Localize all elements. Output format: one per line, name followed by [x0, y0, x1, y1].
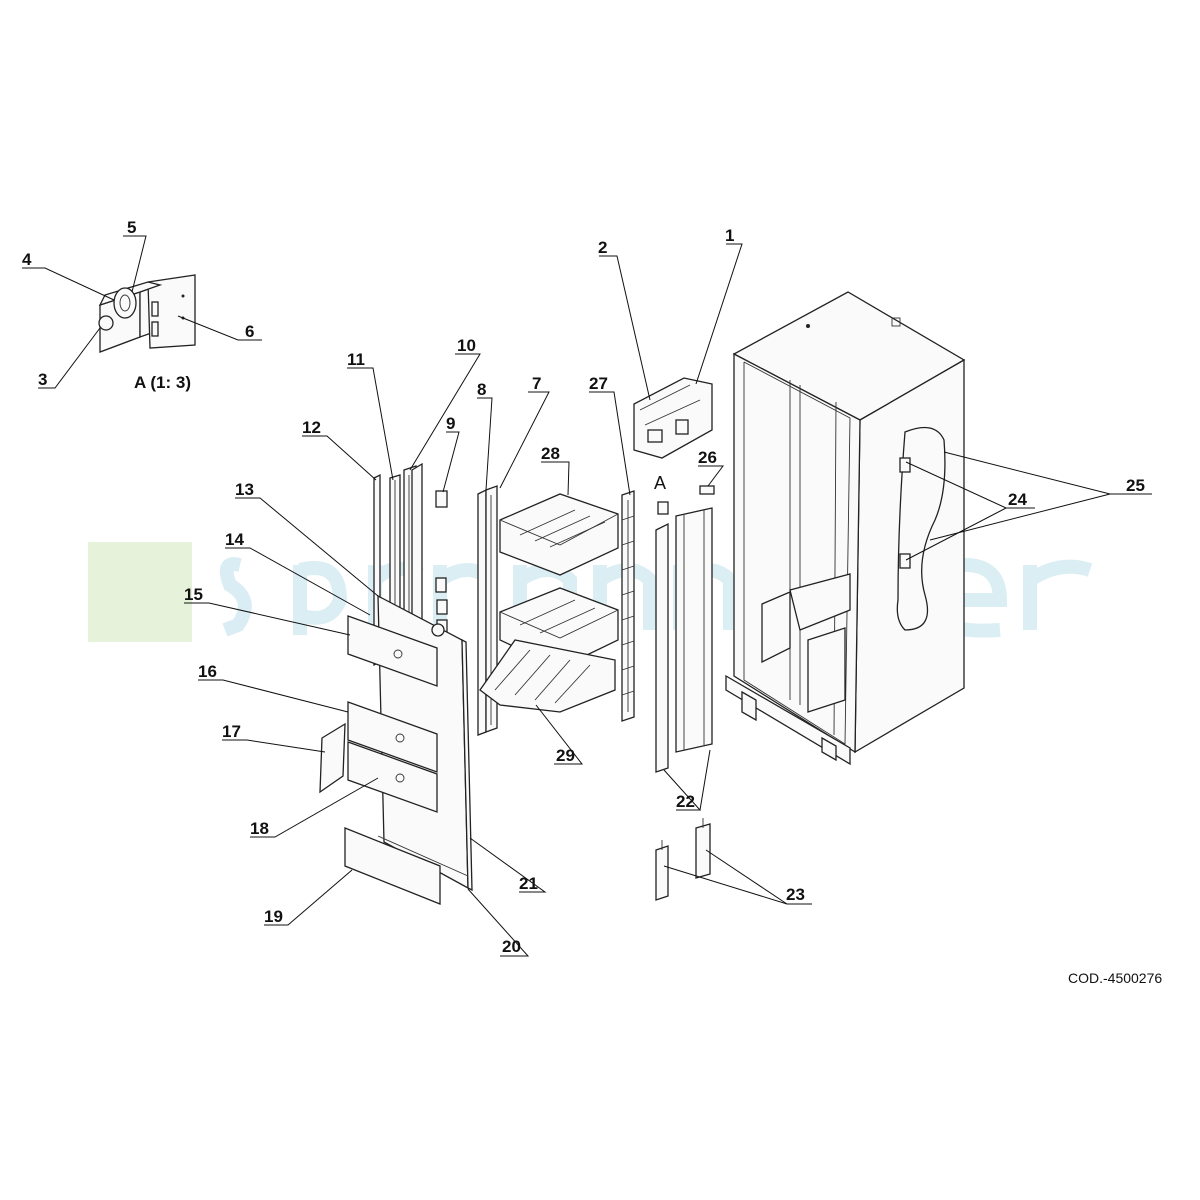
- watermark-logo: [88, 542, 192, 642]
- callout-1: 1: [725, 226, 734, 245]
- callout-14: 14: [225, 530, 244, 549]
- callout-16: 16: [198, 662, 217, 681]
- callout-13: 13: [235, 480, 254, 499]
- callout-24: 24: [1008, 490, 1027, 509]
- callout-18: 18: [250, 819, 269, 838]
- callout-2: 2: [598, 238, 607, 257]
- callout-10: 10: [457, 336, 476, 355]
- callout-29: 29: [556, 746, 575, 765]
- detail-a-marker: A: [654, 473, 666, 493]
- rail-8: [477, 485, 498, 736]
- callout-17: 17: [222, 722, 241, 741]
- callout-9: 9: [446, 414, 455, 433]
- callout-12: 12: [302, 418, 321, 437]
- channels-22: [655, 485, 715, 773]
- callout-23: 23: [786, 885, 805, 904]
- callout-15: 15: [184, 585, 203, 604]
- detail-a-bracket: [98, 274, 196, 353]
- callouts: 1 2 3 4 5 6 7 8 9 10 11 12 13 14 15 16 1…: [22, 218, 1145, 956]
- callout-20: 20: [502, 937, 521, 956]
- callout-26: 26: [698, 448, 717, 467]
- callout-25: 25: [1126, 476, 1145, 495]
- callout-5: 5: [127, 218, 136, 237]
- callout-27: 27: [589, 374, 608, 393]
- trays: [479, 493, 619, 713]
- rail-27: [621, 490, 635, 722]
- cabinet: [725, 291, 966, 766]
- parts-23: [655, 818, 711, 901]
- callout-19: 19: [264, 907, 283, 926]
- callout-3: 3: [38, 370, 47, 389]
- callout-22: 22: [676, 792, 695, 811]
- callout-21: 21: [519, 874, 538, 893]
- callout-4: 4: [22, 250, 32, 269]
- callout-8: 8: [477, 380, 486, 399]
- drawing-code: COD.-4500276: [1068, 970, 1162, 986]
- callout-7: 7: [532, 374, 541, 393]
- callout-11: 11: [347, 350, 365, 369]
- callout-6: 6: [245, 322, 254, 341]
- detail-a-caption: A (1: 3): [134, 373, 191, 392]
- callout-28: 28: [541, 444, 560, 463]
- assembly-1-2: [633, 377, 713, 459]
- plates: [319, 615, 469, 905]
- clip-parts: [435, 490, 448, 633]
- leader-lines: [22, 235, 1152, 957]
